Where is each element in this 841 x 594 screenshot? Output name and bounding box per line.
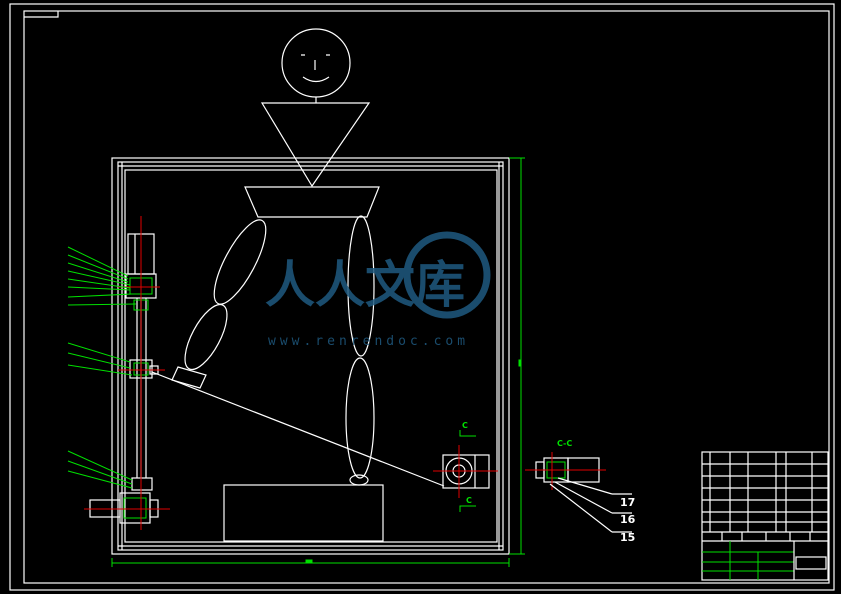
section-mark-top: C <box>462 421 468 430</box>
title-block <box>701 451 829 581</box>
section-view-title: C-C <box>557 439 572 448</box>
foot <box>349 474 369 486</box>
upper-torso-triangle <box>260 102 371 188</box>
head-circle <box>281 28 351 98</box>
human-figure <box>171 28 380 486</box>
pulley-block <box>433 430 498 512</box>
lower-torso-trapezoid <box>244 186 380 218</box>
upper-arm <box>213 219 267 305</box>
leader-lines-left <box>67 246 137 489</box>
section-mark-bottom: C <box>466 496 472 505</box>
cable-line <box>151 371 445 487</box>
guide-rail-assembly <box>84 216 170 530</box>
dimension-lines <box>111 157 525 567</box>
watermark: 人人文库 www.renrendoc.com <box>265 231 491 349</box>
part-number-16: 16 <box>620 513 636 526</box>
shin <box>345 357 375 479</box>
thigh <box>347 215 375 357</box>
part-number-15: 15 <box>620 531 635 544</box>
part-number-17: 17 <box>620 496 635 509</box>
hand-block <box>171 366 207 389</box>
section-view-cc <box>525 452 632 533</box>
drawing-frame <box>9 3 835 591</box>
forearm <box>184 303 228 371</box>
watermark-brand: 人人文库 <box>265 255 465 314</box>
face-smile <box>302 76 330 83</box>
watermark-url: www.renrendoc.com <box>268 334 469 349</box>
seat-block <box>223 484 384 542</box>
